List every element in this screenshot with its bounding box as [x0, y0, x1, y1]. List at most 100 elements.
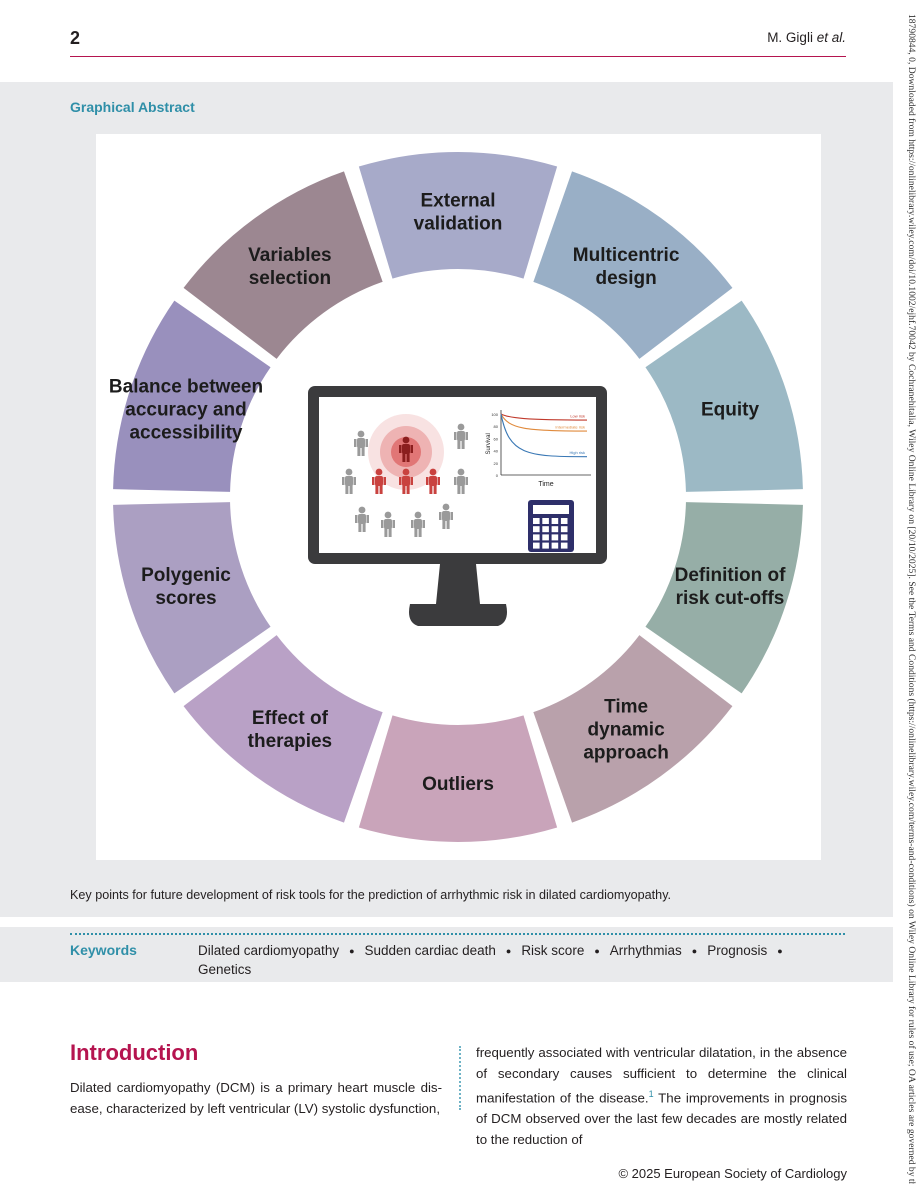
segment-label-line: Balance between: [109, 377, 263, 398]
person-body: [414, 519, 422, 529]
wheel-segment: [645, 300, 803, 492]
keyword-separator: ●: [691, 946, 698, 956]
person-head: [457, 423, 465, 431]
calculator-key: [533, 534, 540, 541]
person-body: [457, 476, 465, 486]
curve-label: High risk: [569, 450, 585, 455]
segment-label-line: dynamic: [588, 719, 666, 740]
author-name: M. Gigli: [767, 30, 813, 45]
person-head: [402, 436, 410, 444]
calculator-key: [542, 526, 549, 533]
graphical-abstract-title: Graphical Abstract: [70, 99, 195, 115]
person-arm: [454, 477, 457, 485]
keywords-band: [0, 927, 893, 982]
person-body: [358, 514, 366, 524]
population-icon: [342, 414, 468, 537]
segment-label-line: therapies: [248, 731, 332, 752]
person-head: [442, 503, 450, 511]
person-head: [345, 468, 353, 476]
person-body: [402, 476, 410, 486]
segment-label-line: selection: [249, 268, 331, 289]
intro-right-column: frequently associated with ventricular d…: [476, 1042, 847, 1150]
segment-label: Outliers: [422, 774, 494, 795]
person-head: [402, 468, 410, 476]
person-icon: [439, 503, 453, 529]
person-arm: [411, 520, 414, 528]
chart-tick-label: 100: [491, 412, 498, 417]
survival-curve: [500, 413, 588, 458]
wheel-segment: [358, 151, 558, 279]
intro-left-column: Dilated cardiomyopathy (DCM) is a primar…: [70, 1077, 442, 1119]
person-arm: [383, 477, 386, 485]
person-icon: [354, 430, 368, 456]
text-line: over the last few decades are mostly rel…: [476, 1111, 847, 1148]
author-suffix: et al.: [816, 30, 846, 45]
calculator-key: [533, 518, 540, 524]
text-line: frequently associated with ventricular d…: [476, 1045, 847, 1081]
person-leg: [345, 485, 349, 494]
person-leg: [442, 520, 446, 529]
person-leg: [446, 520, 450, 529]
wheel-segment: [645, 502, 803, 694]
person-arm: [410, 477, 413, 485]
person-arm: [422, 520, 425, 528]
section-heading: Introduction: [70, 1040, 199, 1065]
person-head: [429, 468, 437, 476]
segment-label-line: scores: [155, 588, 216, 609]
calculator-key: [542, 518, 549, 524]
wheel-segment: [183, 171, 383, 359]
segment-label-line: Polygenic: [141, 565, 231, 586]
column-divider: [459, 1046, 461, 1110]
curve-label: Low risk: [570, 414, 585, 419]
chart-tick-label: 60: [494, 436, 499, 441]
calculator-key: [551, 534, 559, 541]
person-arm: [355, 515, 358, 523]
keyword-item: Prognosis: [707, 943, 768, 958]
person-leg: [402, 453, 406, 462]
person-leg: [388, 528, 392, 537]
wheel-segment: [183, 635, 383, 823]
keyword-item: Genetics: [198, 962, 252, 977]
person-leg: [461, 485, 465, 494]
text-line: secondary causes sufficient to determine…: [476, 1066, 848, 1106]
person-leg: [418, 528, 422, 537]
person-leg: [357, 447, 361, 456]
person-head: [457, 468, 465, 476]
person-leg: [461, 440, 465, 449]
calculator-key: [533, 526, 540, 533]
segment-label-line: approach: [583, 742, 669, 763]
segment-label-line: Effect of: [252, 708, 329, 729]
person-icon: [342, 468, 356, 494]
segment-label-line: risk cut-offs: [676, 588, 785, 609]
download-side-note: 18790844, 0, Downloaded from https://onl…: [906, 14, 917, 1184]
person-arm: [342, 477, 345, 485]
wheel-segment: [533, 635, 733, 823]
segment-label-line: Variables: [248, 245, 331, 266]
text-line: ease, characterized by left ventricular …: [70, 1101, 441, 1116]
person-body: [384, 519, 392, 529]
segment-label: Equity: [701, 400, 759, 421]
person-arm: [399, 445, 402, 453]
segment-label-line: Time: [604, 696, 648, 717]
running-author: M. Gigli et al.: [767, 30, 846, 45]
segment-label-line: Multicentric: [573, 245, 680, 266]
person-head: [414, 511, 422, 519]
reference-link[interactable]: 1: [648, 1089, 654, 1099]
calculator-key: [551, 542, 559, 549]
person-arm: [426, 477, 429, 485]
person-arm: [366, 515, 369, 523]
segment-label-line: design: [595, 268, 656, 289]
calculator-display: [533, 505, 569, 514]
page-number: 2: [70, 28, 81, 48]
text-line: of the disease.: [559, 1090, 649, 1106]
text-line: Dilated cardiomyopathy (DCM) is a primar…: [70, 1080, 442, 1095]
person-icon: [399, 436, 413, 462]
person-leg: [406, 485, 410, 494]
segment-label-line: accessibility: [129, 423, 242, 444]
person-body: [442, 511, 450, 521]
calculator-key: [560, 534, 568, 541]
